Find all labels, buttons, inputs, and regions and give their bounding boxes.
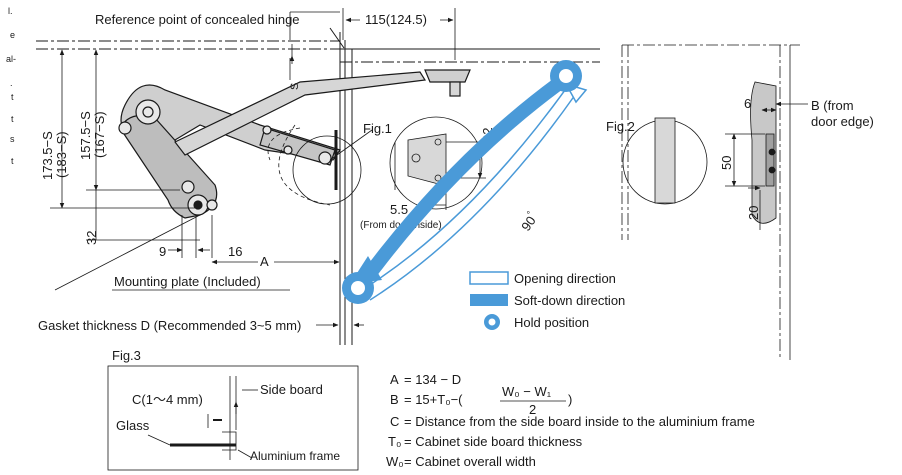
angle-90: 90°: [517, 209, 542, 234]
motion-arrows: [342, 60, 588, 304]
opening-arc: [369, 94, 576, 301]
legend-softdown: Soft-down direction: [470, 293, 625, 308]
formula-b-lhs: B: [390, 392, 399, 407]
legend-opening: Opening direction: [469, 271, 616, 286]
fig3-detail: [107, 365, 359, 471]
softdown-swatch-icon: [470, 294, 508, 306]
formula-block: A = 134 − D B = 15+T₀−( W₀ − W₁ 2 ) C = …: [386, 372, 755, 469]
fig2-detail: [621, 44, 808, 360]
side-text-line: s: [10, 134, 15, 144]
side-text-line: .: [10, 78, 13, 88]
side-text-line: al-: [6, 54, 16, 64]
formula-a-lhs: A: [390, 372, 399, 387]
formula-w0-lhs: W₀: [386, 454, 404, 469]
fig2-dim-6: 6: [744, 96, 751, 111]
side-text-line: t: [11, 114, 14, 124]
horizontal-dimensions: [54, 214, 340, 291]
formula-w0-rhs: = Cabinet overall width: [404, 454, 536, 469]
truncated-side-text: l. e al- . t t s t: [6, 6, 16, 166]
fig2-b-label-2: door edge): [811, 114, 874, 129]
dim-a: A: [260, 254, 269, 269]
gasket-label: Gasket thickness D (Recommended 3~5 mm): [38, 318, 301, 333]
fig3-glass-label: Glass: [116, 418, 150, 433]
dim-157-alt: (167−S): [92, 111, 107, 158]
fig1-dim-55: 5.5: [390, 202, 408, 217]
legend-hold-label: Hold position: [514, 315, 589, 330]
mounting-plate-label: Mounting plate (Included): [114, 274, 261, 289]
dim-115-label: 115(124.5): [365, 12, 427, 27]
side-text-line: l.: [8, 6, 13, 16]
formula-b-close: ): [568, 392, 572, 407]
dim-9: 9: [159, 244, 166, 259]
dim-173-alt: (183−S): [54, 131, 69, 178]
formula-c-lhs: C: [390, 414, 399, 429]
dim-173: 173.5−S: [40, 131, 55, 180]
fig3-c-label: C(1～4 mm): [132, 392, 203, 407]
formula-t0-lhs: T₀: [388, 434, 401, 449]
dim-32-left: 32: [84, 231, 99, 245]
formula-b-den: 2: [529, 402, 536, 417]
dim-16: 16: [228, 244, 242, 259]
side-text-line: t: [11, 92, 14, 102]
legend-softdown-label: Soft-down direction: [514, 293, 625, 308]
dim-157: 157.5−S: [78, 111, 93, 160]
legend: Opening direction Soft-down direction Ho…: [469, 271, 625, 330]
fig2-b-label: B (from: [811, 98, 854, 113]
reference-point-label: Reference point of concealed hinge: [95, 12, 300, 27]
swing-path: [267, 124, 331, 206]
legend-opening-label: Opening direction: [514, 271, 616, 286]
fig2-dim-50: 50: [719, 156, 734, 170]
fig3-side-label: Side board: [260, 382, 323, 397]
fig3-alu-label: Aluminium frame: [250, 449, 340, 463]
hinge-mechanism: [118, 69, 471, 219]
side-text-line: t: [11, 156, 14, 166]
dim-s-label: S: [289, 83, 301, 90]
opening-arc-inner: [361, 85, 569, 291]
formula-c-rhs: = Distance from the side board inside to…: [404, 414, 755, 429]
formula-a-rhs: = 134 − D: [404, 372, 461, 387]
side-text-line: e: [10, 30, 15, 40]
formula-t0-rhs: = Cabinet side board thickness: [404, 434, 583, 449]
opening-swatch-icon: [469, 271, 509, 285]
vertical-dimensions: [50, 49, 200, 241]
fig2-title: Fig.2: [606, 119, 635, 134]
soft-down-arc: [362, 78, 563, 281]
formula-b-rhs: = 15+T₀−(: [404, 392, 463, 407]
fig2-dim-20: 20: [746, 206, 761, 220]
legend-hold: Hold position: [484, 314, 589, 330]
fig3-title: Fig.3: [112, 348, 141, 363]
formula-b-num: W₀ − W₁: [502, 384, 552, 399]
fig1-title: Fig.1: [363, 121, 392, 136]
